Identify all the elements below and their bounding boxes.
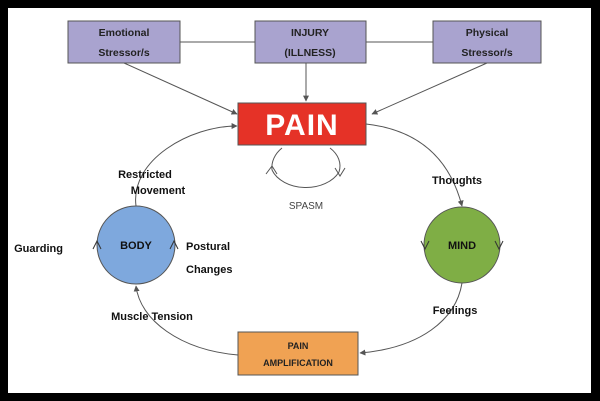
pain-box: PAIN: [237, 102, 367, 146]
body-node: BODY: [92, 205, 179, 285]
restricted-movement-line2: Movement: [131, 185, 186, 197]
arrow-physical-to-pain: [371, 62, 488, 115]
body-cycle-arrow-left: [92, 239, 102, 250]
guarding-label: Guarding: [14, 243, 63, 255]
spasm-loop-right: [329, 147, 341, 173]
arrow-mind-to-amplification: [359, 282, 463, 356]
emotional-stressor-line2: Stressor/s: [98, 47, 150, 59]
arrow-emotional-to-pain: [123, 62, 238, 115]
injury-illness-box: INJURY (ILLNESS): [254, 20, 367, 64]
muscle-tension-label: Muscle Tension: [111, 311, 193, 323]
mind-cycle-arrow-right: [494, 240, 504, 251]
feelings-label: Feelings: [433, 305, 478, 317]
emotional-stressor-rect: [67, 20, 181, 64]
injury-illness-line2: (ILLNESS): [284, 47, 335, 59]
mind-node: MIND: [420, 206, 504, 284]
emotional-stressor-box: Emotional Stressor/s: [67, 20, 181, 64]
spasm-arrowhead-right: [334, 167, 346, 177]
emotional-stressor-line1: Emotional: [99, 27, 150, 39]
pain-amplification-box: PAIN AMPLIFICATION: [237, 331, 359, 376]
body-cycle-arrow-right: [169, 239, 179, 250]
mind-label: MIND: [448, 240, 476, 252]
spasm-arrowhead-left: [265, 165, 278, 175]
thoughts-label: Thoughts: [432, 175, 482, 187]
arrow-amplification-to-body: [133, 285, 239, 356]
restricted-movement-line1: Restricted: [118, 169, 172, 181]
diagram-canvas: [8, 8, 591, 393]
physical-stressor-box: Physical Stressor/s: [432, 20, 542, 64]
pain-amplification-line1: PAIN: [288, 341, 309, 351]
injury-illness-rect: [254, 20, 367, 64]
physical-stressor-line1: Physical: [466, 27, 509, 39]
arrow-pain-to-mind: [365, 123, 464, 207]
body-label: BODY: [120, 240, 152, 252]
pain-amplification-rect: [237, 331, 359, 376]
postural-changes-line2: Changes: [186, 264, 232, 276]
spasm-loop-left: [271, 147, 283, 171]
arrow-body-to-pain: [135, 123, 238, 207]
pain-label: PAIN: [265, 109, 338, 142]
mind-cycle-arrow-left: [420, 240, 430, 251]
physical-stressor-rect: [432, 20, 542, 64]
spasm-loop-bottom: [271, 169, 340, 189]
injury-illness-line1: INJURY: [291, 27, 329, 39]
pain-rect: [237, 102, 367, 146]
physical-stressor-line2: Stressor/s: [461, 47, 513, 59]
pain-amplification-line2: AMPLIFICATION: [263, 358, 333, 368]
postural-changes-line1: Postural: [186, 241, 230, 253]
spasm-label: SPASM: [289, 201, 323, 212]
